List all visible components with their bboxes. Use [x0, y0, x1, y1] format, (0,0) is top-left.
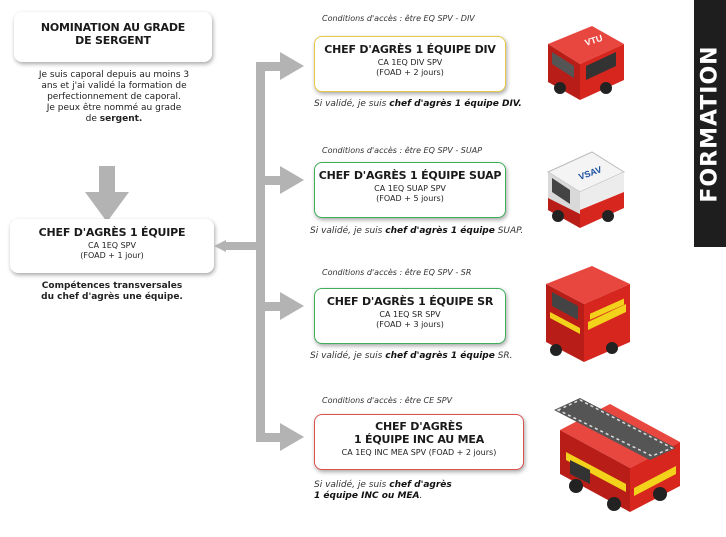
branch-inc-title-1: CHEF D'AGRÈS: [375, 420, 463, 433]
branch-div-condition: Conditions d'accès : être EQ SPV - DIV: [322, 14, 475, 23]
base-code: CA 1EQ SPV: [88, 241, 136, 250]
formation-banner: FORMATION: [694, 0, 726, 247]
down-arrow-icon: [85, 166, 129, 222]
branch-suap-code: CA 1EQ SUAP SPV: [374, 184, 446, 193]
branch-inc-code: CA 1EQ INC MEA SPV (FOAD + 2 jours): [341, 448, 497, 457]
nomination-title-1: NOMINATION AU GRADE: [40, 21, 186, 34]
base-description: Compétences transversales du chef d'agrè…: [41, 281, 183, 302]
branch-suap-condition: Conditions d'accès : être EQ SPV - SUAP: [322, 146, 483, 155]
nomination-box: NOMINATION AU GRADE DE SERGENT: [14, 12, 212, 62]
branch-div-title: CHEF D'AGRÈS 1 ÉQUIPE DIV: [324, 43, 496, 56]
branch-suap-title: CHEF D'AGRÈS 1 ÉQUIPE SUAP: [318, 169, 502, 182]
branch-sr-box: CHEF D'AGRÈS 1 ÉQUIPE SR CA 1EQ SR SPV (…: [314, 288, 506, 344]
base-training-box: CHEF D'AGRÈS 1 ÉQUIPE CA 1EQ SPV (FOAD +…: [10, 219, 214, 273]
branch-suap-result: Si validé, je suis chef d'agrès 1 équipe…: [310, 226, 524, 236]
branch-sr-title: CHEF D'AGRÈS 1 ÉQUIPE SR: [326, 295, 494, 308]
base-title: CHEF D'AGRÈS 1 ÉQUIPE: [38, 226, 186, 239]
branch-div-duration: (FOAD + 2 jours): [376, 68, 444, 77]
nomination-title-2: DE SERGENT: [75, 34, 151, 47]
branch-sr-condition: Conditions d'accès : être EQ SPV - SR: [322, 268, 472, 277]
branch-div-code: CA 1EQ DIV SPV: [377, 58, 443, 67]
base-duration: (FOAD + 1 jour): [80, 251, 144, 260]
branch-suap-duration: (FOAD + 5 jours): [376, 194, 444, 203]
branch-inc-result: Si validé, je suis chef d'agrès 1 équipe…: [314, 480, 452, 501]
branch-sr-code: CA 1EQ SR SPV: [379, 310, 441, 319]
branch-suap-box: CHEF D'AGRÈS 1 ÉQUIPE SUAP CA 1EQ SUAP S…: [314, 162, 506, 218]
branch-div-box: CHEF D'AGRÈS 1 ÉQUIPE DIV CA 1EQ DIV SPV…: [314, 36, 506, 92]
branch-inc-box: CHEF D'AGRÈS 1 ÉQUIPE INC AU MEA CA 1EQ …: [314, 414, 524, 470]
vsav-ambulance-icon: VSAV: [546, 151, 626, 228]
branch-sr-duration: (FOAD + 3 jours): [376, 320, 444, 329]
mea-ladder-truck-icon: [554, 398, 680, 512]
nomination-description: Je suis caporal depuis au moins 3 ans et…: [38, 70, 190, 124]
sr-truck-icon: [546, 266, 630, 362]
vtu-truck-icon: VTU: [548, 26, 624, 100]
branch-inc-condition: Conditions d'accès : être CE SPV: [322, 396, 453, 405]
branch-inc-title-2: 1 ÉQUIPE INC AU MEA: [353, 433, 485, 446]
branch-div-result: Si validé, je suis chef d'agrès 1 équipe…: [314, 99, 522, 109]
branch-sr-result: Si validé, je suis chef d'agrès 1 équipe…: [310, 351, 513, 361]
